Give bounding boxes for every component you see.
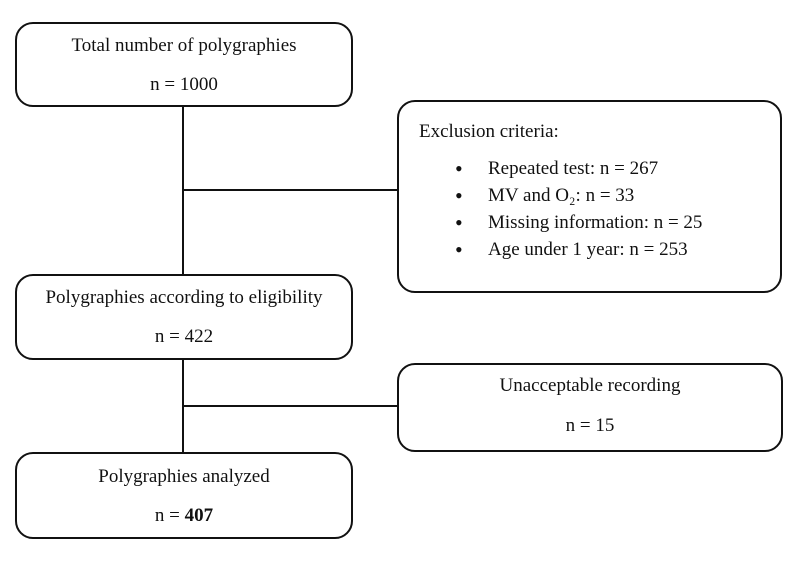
total-count: n = 1000 — [150, 74, 218, 95]
exclusion-item: MV and O₂: n = 33 — [455, 182, 766, 209]
eligibility-title: Polygraphies according to eligibility — [45, 287, 323, 308]
analyzed-count-prefix: n = — [154, 505, 185, 526]
unacceptable-count: n = 15 — [565, 415, 615, 436]
analyzed-count-value: 407 — [184, 505, 214, 526]
box-analyzed: Polygraphies analyzed n = 407 — [15, 452, 353, 539]
box-eligibility: Polygraphies according to eligibility n … — [15, 274, 353, 360]
analyzed-count: n = 407 — [155, 505, 213, 527]
total-title: Total number of polygraphies — [71, 35, 297, 56]
unacceptable-title: Unacceptable recording — [499, 375, 681, 396]
exclusion-item: Repeated test: n = 267 — [455, 155, 766, 182]
exclusion-item: Missing information: n = 25 — [455, 209, 766, 236]
box-exclusion-criteria: Exclusion criteria: Repeated test: n = 2… — [397, 100, 782, 293]
eligibility-count: n = 422 — [154, 326, 214, 347]
exclusion-list: Repeated test: n = 267MV and O₂: n = 33M… — [419, 155, 766, 263]
box-total-polygraphies: Total number of polygraphies n = 1000 — [15, 22, 353, 107]
box-unacceptable-recording: Unacceptable recording n = 15 — [397, 363, 783, 452]
connector-branch-exclusion — [183, 189, 398, 191]
exclusion-item: Age under 1 year: n = 253 — [455, 236, 766, 263]
connector-branch-unacceptable — [183, 405, 398, 407]
analyzed-title: Polygraphies analyzed — [98, 466, 270, 487]
exclusion-title: Exclusion criteria: — [419, 121, 559, 142]
